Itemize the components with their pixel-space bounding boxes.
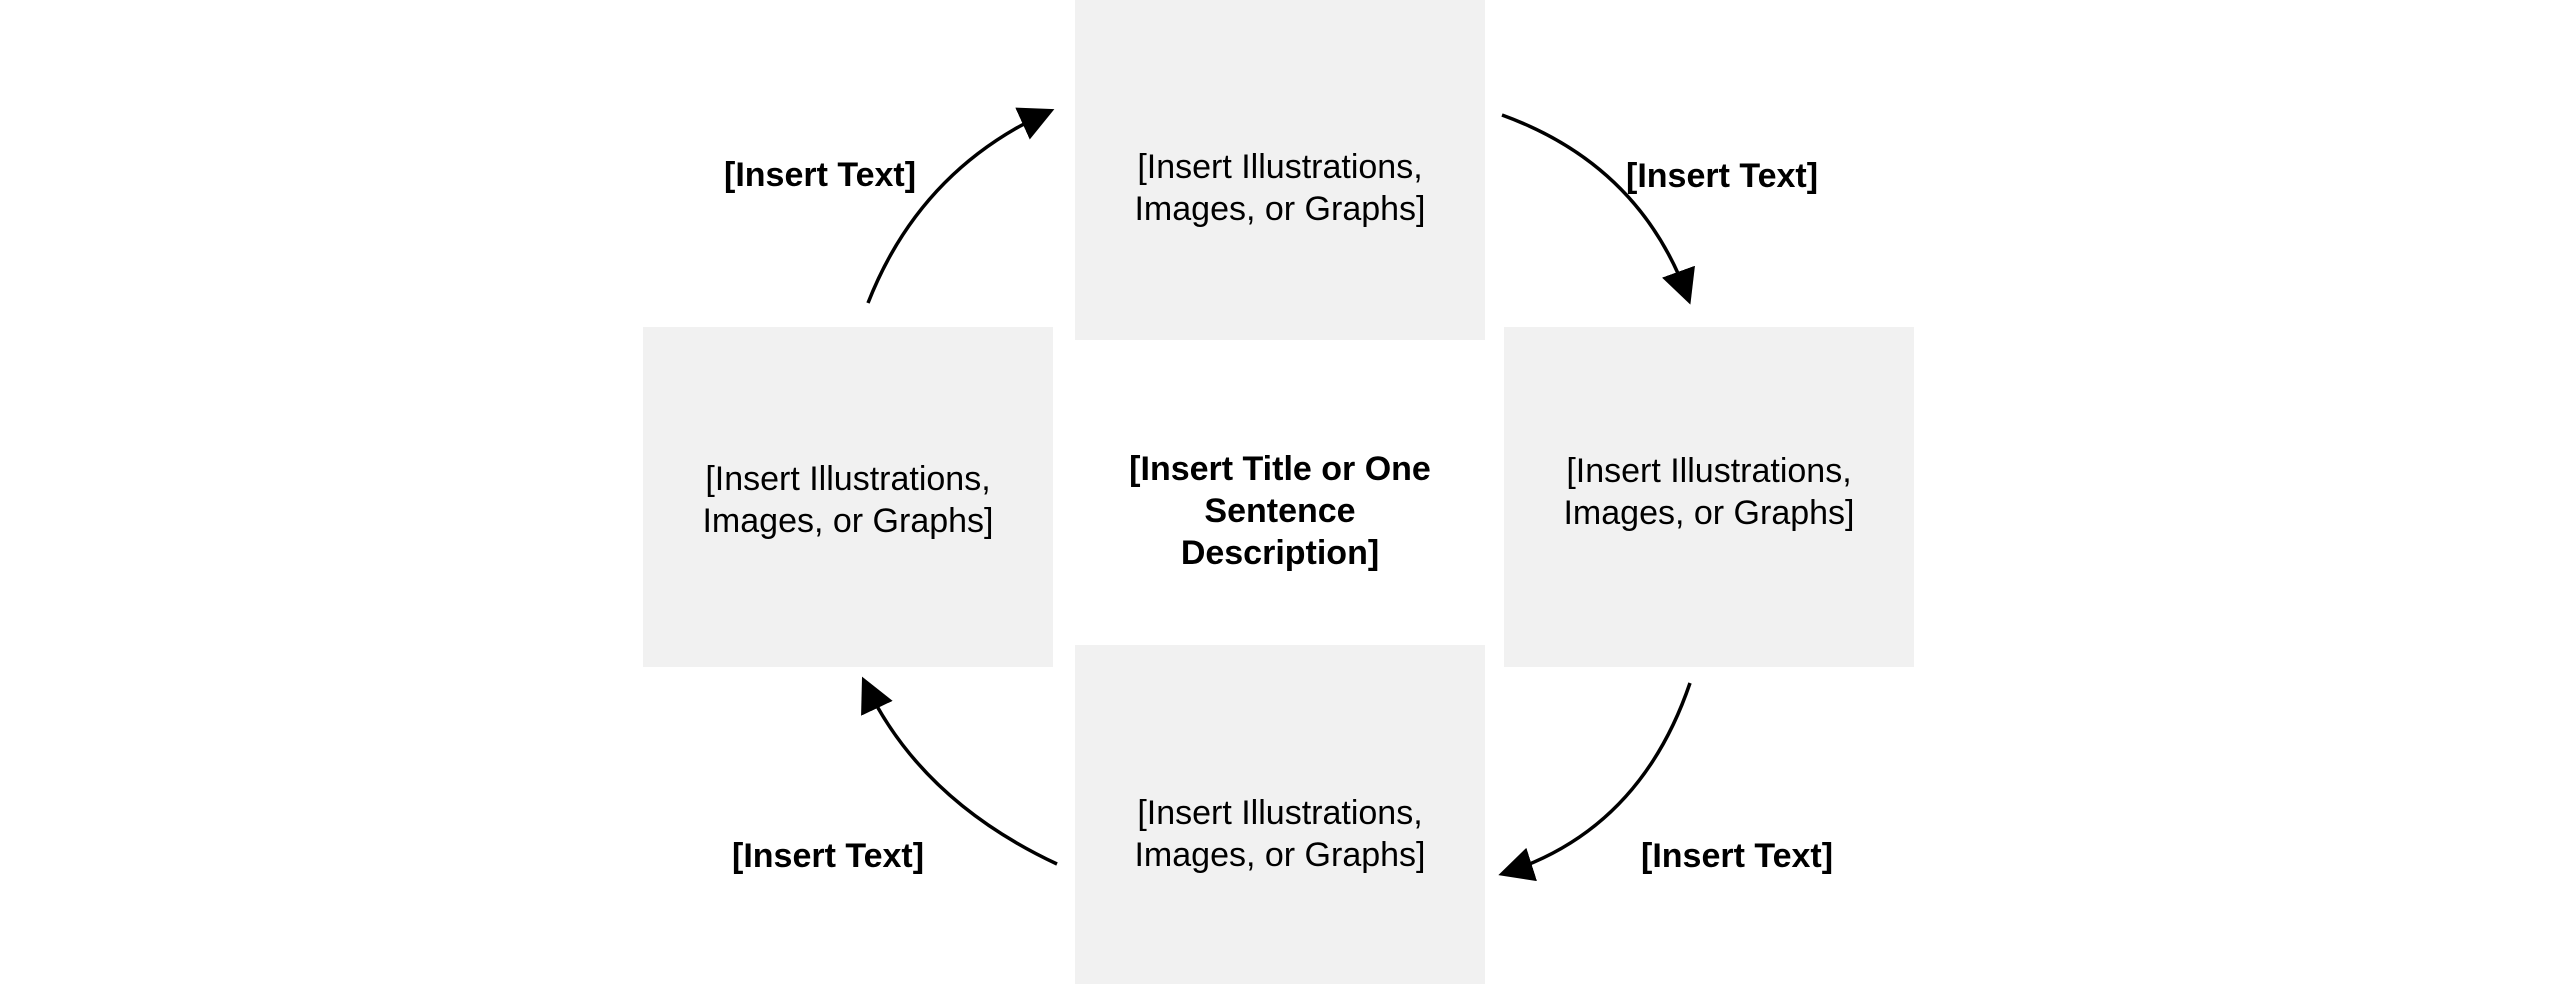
arrow-top-to-right [1501,113,1695,305]
box-left-text: [Insert Illustrations, Images, or Graphs… [702,459,994,540]
edge-label-bottom-right: [Insert Text] [1641,837,1834,875]
box-top-text: [Insert Illustrations, Images, or Graphs… [1134,147,1426,228]
box-right: [Insert Illustrations, Images, or Graphs… [1504,327,1914,667]
box-right-text: [Insert Illustrations, Images, or Graphs… [1563,452,1855,532]
center-title: [Insert Title or One Sentence Descriptio… [1129,450,1431,572]
box-top: [Insert Illustrations, Images, or Graphs… [1075,0,1485,340]
edge-label-top-right: [Insert Text] [1626,157,1819,195]
box-bottom: [Insert Illustrations, Images, or Graphs… [1075,645,1485,984]
edge-label-bottom-left: [Insert Text] [732,837,925,875]
box-bottom-text: [Insert Illustrations, Images, or Graphs… [1134,793,1426,874]
edge-label-top-left: [Insert Text] [724,156,917,194]
arrow-left-to-top [866,107,1055,304]
box-left: [Insert Illustrations, Images, or Graphs… [643,327,1053,667]
